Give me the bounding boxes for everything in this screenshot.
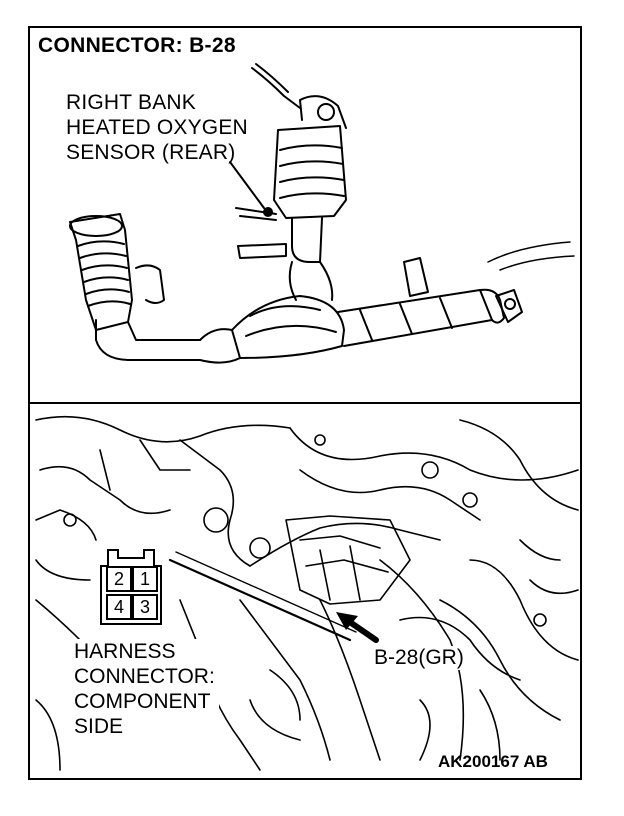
- connector-title: CONNECTOR: B-28: [38, 34, 236, 57]
- harness-line-4: SIDE: [74, 715, 124, 738]
- harness-line-1: HARNESS: [74, 640, 176, 663]
- pin-1: 1: [132, 566, 158, 592]
- harness-connector-label: HARNESS CONNECTOR: COMPONENT SIDE: [70, 639, 219, 739]
- sensor-callout: RIGHT BANK HEATED OXYGEN SENSOR (REAR): [66, 90, 248, 165]
- rear-catalyst: [235, 63, 347, 301]
- callout-line-1: RIGHT BANK: [66, 91, 196, 114]
- panel-divider: [30, 402, 580, 404]
- harness-line-2: CONNECTOR:: [74, 665, 215, 688]
- pin-4: 4: [106, 594, 132, 620]
- connector-pinout: 2 1 4 3: [98, 548, 164, 626]
- figure-code: AK200167 AB: [438, 752, 548, 771]
- y-pipe: [199, 257, 523, 364]
- engine-bay-lines: [35, 415, 579, 771]
- pin-2: 2: [106, 566, 132, 592]
- pin-3: 3: [132, 594, 158, 620]
- callout-line-3: SENSOR (REAR): [66, 141, 236, 164]
- arrow-head: [336, 612, 358, 630]
- left-catalyst: [69, 213, 201, 361]
- connector-id-label: B-28(GR): [370, 646, 468, 670]
- harness-line-3: COMPONENT: [74, 690, 211, 713]
- callout-line-2: HEATED OXYGEN: [66, 116, 248, 139]
